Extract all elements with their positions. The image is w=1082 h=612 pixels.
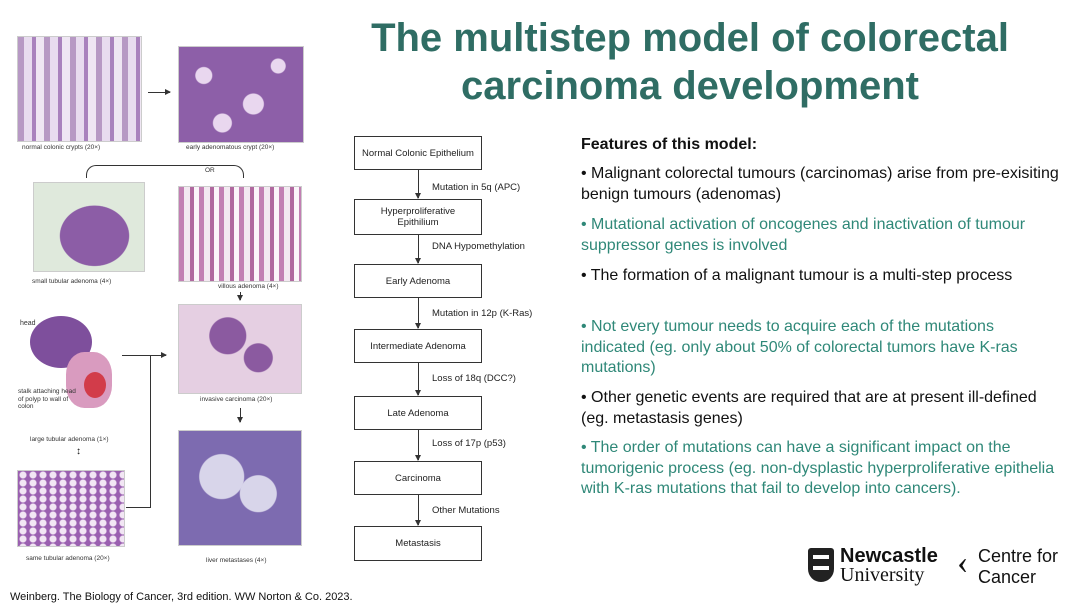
flow-label-1: Mutation in 5q (APC)	[432, 182, 521, 193]
logo-name-line2: University	[840, 564, 925, 586]
arrow-invasive-down	[237, 408, 243, 423]
caption-or: OR	[205, 167, 215, 174]
caption-small-tubular: small tubular adenoma (4×)	[32, 278, 112, 285]
flow-label-6: Other Mutations	[432, 505, 500, 516]
flow-arrow-1	[415, 170, 421, 199]
logo-separator: ‹	[957, 544, 969, 581]
same-tubular-image	[17, 470, 125, 547]
logo-centre-line2: Cancer	[978, 567, 1037, 587]
flow-step-hyperproliferative: Hyperproliferative Epithilium	[354, 199, 482, 235]
slide-title: The multistep model of colorectal carcin…	[371, 16, 1009, 108]
villous-image	[178, 186, 302, 282]
feature-item: • Other genetic events are required that…	[581, 389, 1037, 427]
connector-horizontal-bottom	[126, 507, 151, 508]
logo-name-line1: Newcastle	[840, 545, 938, 567]
caption-villous: villous adenoma (4×)	[218, 283, 279, 290]
invasive-image	[178, 304, 302, 394]
features-heading: Features of this model:	[581, 136, 758, 153]
feature-item: • Malignant colorectal tumours (carcinom…	[581, 165, 1059, 203]
logo-centre-line1: Centre for	[978, 546, 1059, 566]
flow-step-metastasis: Metastasis	[354, 526, 482, 561]
arrow-polyp-to-invasive	[122, 352, 167, 358]
flow-step-early-adenoma: Early Adenoma	[354, 264, 482, 298]
feature-item: • Mutational activation of oncogenes and…	[581, 216, 1026, 254]
citation-footnote: Weinberg. The Biology of Cancer, 3rd edi…	[10, 591, 353, 603]
flow-step-late-adenoma: Late Adenoma	[354, 396, 482, 430]
flow-arrow-5	[415, 430, 421, 461]
flow-arrow-4	[415, 363, 421, 396]
caption-invasive: invasive carcinoma (20×)	[200, 396, 273, 403]
flow-label-4: Loss of 18q (DCC?)	[432, 373, 516, 384]
feature-item: • Not every tumour needs to acquire each…	[581, 318, 1018, 376]
arrow-normal-to-early	[148, 89, 171, 95]
flow-arrow-6	[415, 495, 421, 526]
flow-label-5: Loss of 17p (p53)	[432, 438, 506, 449]
flow-label-3: Mutation in 12p (K-Ras)	[432, 308, 533, 319]
flow-arrow-2	[415, 235, 421, 264]
polyp-base-shape	[84, 372, 106, 398]
connector-vertical	[150, 355, 151, 507]
arrow-up-down: ↕	[76, 446, 81, 457]
caption-stalk: stalk attaching head of polyp to wall of…	[18, 388, 76, 410]
or-bracket	[86, 165, 244, 178]
caption-normal-crypts: normal colonic crypts (20×)	[22, 144, 101, 151]
normal-crypts-image	[17, 36, 142, 142]
small-tubular-image	[33, 182, 145, 272]
crest-shield-icon	[808, 548, 834, 582]
flow-arrow-3	[415, 298, 421, 329]
caption-liver: liver metastases (4×)	[206, 557, 267, 564]
flow-step-intermediate-adenoma: Intermediate Adenoma	[354, 329, 482, 363]
feature-item: • The order of mutations can have a sign…	[581, 439, 1055, 497]
feature-item: • The formation of a malignant tumour is…	[581, 267, 1013, 284]
liver-image	[178, 430, 302, 546]
caption-large-tubular: large tubular adenoma (1×)	[30, 436, 109, 443]
flow-step-normal: Normal Colonic Epithelium	[354, 136, 482, 170]
caption-head: head	[20, 320, 36, 327]
caption-early-crypt: early adenomatous crypt (20×)	[186, 144, 275, 151]
caption-same-tubular: same tubular adenoma (20×)	[26, 555, 110, 562]
arrow-villous-down	[237, 292, 243, 301]
flow-label-2: DNA Hypomethylation	[432, 241, 525, 252]
early-crypt-image	[178, 46, 304, 143]
flow-step-carcinoma: Carcinoma	[354, 461, 482, 495]
